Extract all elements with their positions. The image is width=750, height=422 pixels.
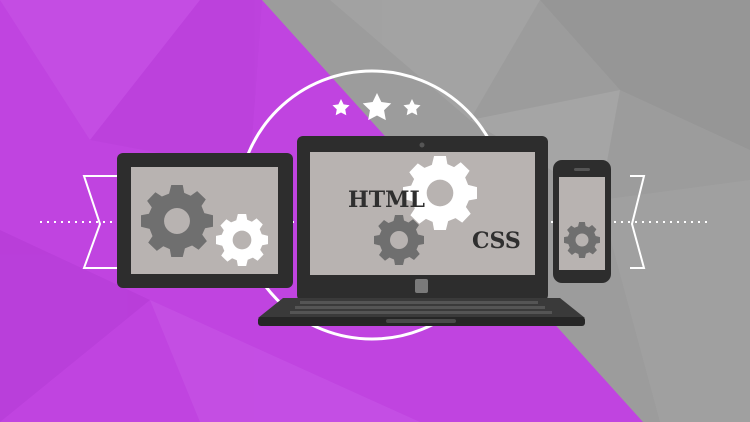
ribbon-outline	[82, 175, 646, 269]
smartphone-icon	[553, 160, 611, 283]
laptop-icon: HTML CSS	[258, 136, 585, 326]
css-label: CSS	[472, 228, 521, 254]
tablet-icon	[117, 153, 293, 288]
html-label: HTML	[348, 187, 425, 213]
